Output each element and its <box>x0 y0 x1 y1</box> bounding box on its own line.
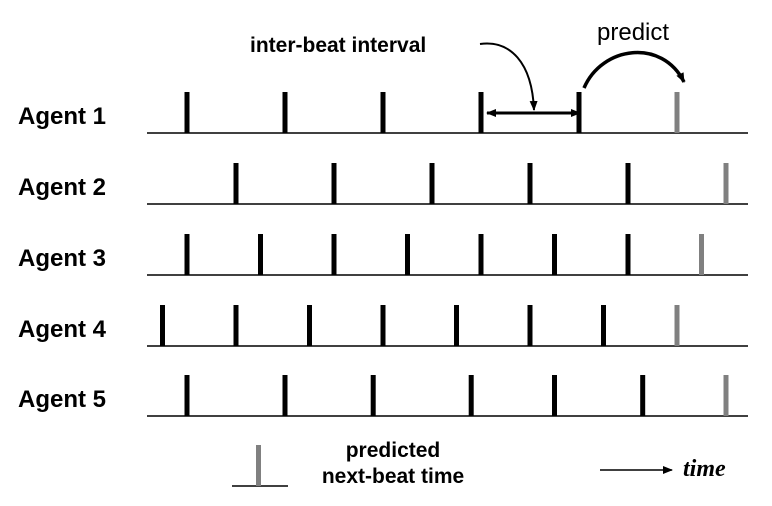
agent-5-beat-5 <box>552 375 557 416</box>
agent-4-beat-4 <box>380 305 386 346</box>
legend-predicted-tick <box>256 445 261 486</box>
agent-4-beat-3 <box>307 305 312 346</box>
agent-label-4: Agent 4 <box>18 316 107 343</box>
agent-3-predicted-beat <box>699 234 704 275</box>
agent-1-predicted-beat <box>674 92 680 133</box>
agent-3-beat-7 <box>625 234 631 275</box>
legend: predicted next-beat time <box>232 439 464 488</box>
agent-2-predicted-beat <box>723 163 729 204</box>
predict-label: predict <box>597 19 669 46</box>
time-axis-indicator: time <box>600 456 726 482</box>
agent-5-beat-3 <box>370 375 376 416</box>
agent-4-beat-5 <box>454 305 459 346</box>
agent-1-beat-3 <box>380 92 386 133</box>
agent-label-1: Agent 1 <box>18 103 106 130</box>
agent-4-beat-6 <box>527 305 533 346</box>
legend-label-line1: predicted <box>346 439 441 462</box>
legend-label-line2: next-beat time <box>322 465 464 488</box>
agent-3-beat-6 <box>552 234 557 275</box>
agent-5-beat-1 <box>184 375 190 416</box>
agent-5-beat-4 <box>468 375 474 416</box>
agent-1-beat-4 <box>478 92 484 133</box>
agent-5-beat-2 <box>282 375 288 416</box>
agent-5-beat-6 <box>640 375 646 416</box>
agent-2-beat-2 <box>331 163 337 204</box>
agent-5-predicted-beat <box>723 375 729 416</box>
agent-3-beat-4 <box>405 234 410 275</box>
predict-curved-arrow <box>582 50 686 89</box>
time-label: time <box>683 456 726 482</box>
agent-4-predicted-beat <box>674 305 680 346</box>
agent-1-beat-2 <box>282 92 288 133</box>
agent-3-beat-1 <box>184 234 190 275</box>
agent-3-beat-2 <box>258 234 263 275</box>
agent-3-beat-5 <box>478 234 484 275</box>
agent-4-beat-7 <box>601 305 606 346</box>
agent-4-beat-2 <box>233 305 239 346</box>
agent-label-2: Agent 2 <box>18 174 106 201</box>
agent-label-5: Agent 5 <box>18 386 106 413</box>
agent-label-3: Agent 3 <box>18 245 106 272</box>
agent-4-beat-1 <box>160 305 165 346</box>
agent-3-beat-3 <box>331 234 337 275</box>
interval-pointer-arrow <box>479 42 538 111</box>
agent-2-beat-3 <box>429 163 435 204</box>
agent-2-beat-4 <box>527 163 533 204</box>
agent-rows: Agent 1 Agent 2 Agent 3 Agent 4 Agent 5 <box>18 92 748 417</box>
agent-2-beat-1 <box>233 163 239 204</box>
agent-2-beat-5 <box>625 163 631 204</box>
agent-1-beat-1 <box>184 92 190 133</box>
inter-beat-interval-label: inter-beat interval <box>250 34 426 57</box>
